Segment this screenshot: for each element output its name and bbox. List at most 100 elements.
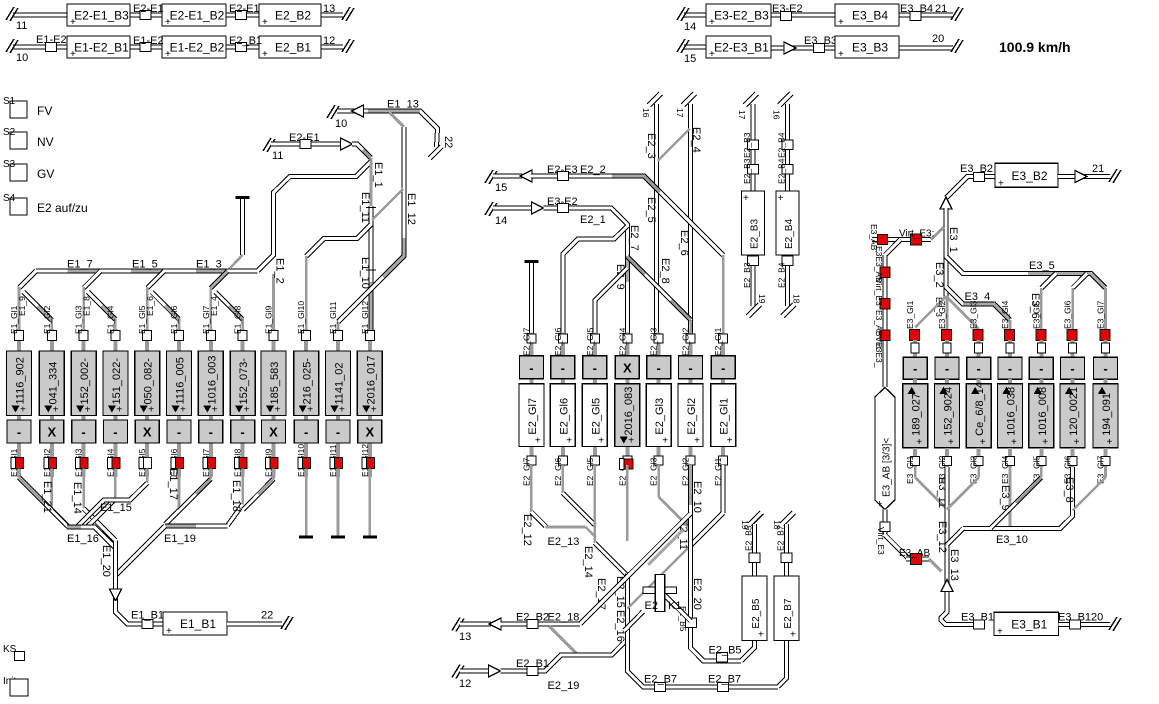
svg-text:E2_2: E2_2: [580, 164, 606, 176]
svg-text:+: +: [877, 499, 883, 510]
svg-text:17: 17: [737, 110, 747, 120]
svg-text:E3_13: E3_13: [948, 549, 960, 581]
svg-text:189_027: 189_027: [911, 393, 923, 436]
svg-text:194_091: 194_091: [1101, 393, 1113, 436]
svg-text:-: -: [1070, 361, 1074, 376]
svg-text:E2_3: E2_3: [645, 133, 657, 159]
svg-text:E1_Gl12: E1_Gl12: [360, 301, 370, 334]
svg-text:1116_902: 1116_902: [15, 357, 27, 404]
svg-text:1016_008: 1016_008: [1037, 387, 1049, 436]
svg-text:10: 10: [335, 118, 347, 130]
svg-text:+: +: [1042, 437, 1048, 448]
svg-text:+: +: [1074, 437, 1080, 448]
svg-text:+: +: [180, 405, 186, 416]
svg-text:20: 20: [1091, 612, 1103, 624]
svg-text:+: +: [998, 178, 1004, 189]
svg-text:+: +: [838, 49, 844, 60]
svg-text:E1_4: E1_4: [209, 296, 219, 316]
svg-text:E1_B1: E1_B1: [180, 617, 216, 631]
svg-text:E2-E1: E2-E1: [133, 3, 164, 15]
svg-text:+: +: [916, 437, 922, 448]
svg-text:E2_Gl6: E2_Gl6: [553, 327, 563, 356]
svg-text:E2_B1: E2_B1: [516, 658, 549, 670]
svg-text:E2_5: E2_5: [645, 197, 657, 223]
svg-text:+: +: [727, 436, 733, 447]
svg-text:E1_Gl11: E1_Gl11: [328, 301, 338, 334]
svg-text:NV: NV: [37, 135, 54, 149]
svg-text:FV: FV: [37, 104, 52, 118]
svg-text:E2_B4: E2_B4: [784, 219, 795, 249]
svg-text:E2-E3: E2-E3: [547, 164, 578, 176]
svg-text:+: +: [244, 405, 250, 416]
svg-text:+: +: [371, 405, 377, 416]
svg-text:1016_038: 1016_038: [1006, 387, 1018, 436]
svg-text:E1_8: E1_8: [82, 296, 92, 316]
svg-text:+: +: [20, 405, 26, 416]
svg-text:-: -: [1039, 361, 1043, 376]
svg-text:E2_1: E2_1: [580, 214, 606, 226]
svg-text:E3_5: E3_5: [1029, 260, 1055, 272]
svg-text:100.9 km/h: 100.9 km/h: [999, 39, 1071, 55]
svg-text:E1_Gl10: E1_Gl10: [296, 301, 306, 334]
svg-text:E2_7: E2_7: [628, 225, 640, 251]
svg-text:E2_B2: E2_B2: [516, 612, 549, 624]
svg-text:-: -: [1008, 361, 1012, 376]
svg-text:E2_16: E2_16: [614, 610, 626, 642]
svg-text:-: -: [17, 425, 21, 440]
svg-text:+: +: [1011, 437, 1017, 448]
svg-text:Virt_E3:: Virt_E3:: [899, 229, 934, 240]
svg-text:E2_Gl2: E2_Gl2: [681, 457, 691, 486]
svg-text:050_082-: 050_082-: [143, 358, 155, 405]
svg-text:E2_B7: E2_B7: [783, 598, 794, 628]
svg-text:E3_B1: E3_B1: [1058, 612, 1091, 624]
svg-text:15: 15: [495, 182, 507, 194]
svg-text:E2_B7: E2_B7: [644, 674, 677, 686]
svg-text:E2-E1_B3: E2-E1_B3: [74, 9, 129, 23]
svg-text:E3_4: E3_4: [965, 291, 991, 303]
svg-text:14: 14: [495, 215, 507, 227]
svg-text:E2_B4: E2_B4: [777, 262, 787, 288]
svg-text:E2-E1: E2-E1: [229, 3, 260, 15]
svg-text:E3_Gl2: E3_Gl2: [937, 455, 947, 484]
svg-text:E3_Gl6: E3_Gl6: [1063, 300, 1073, 329]
svg-text:11: 11: [272, 150, 283, 162]
svg-text:185_583: 185_583: [269, 362, 281, 405]
svg-text:E1_Gl4: E1_Gl4: [105, 305, 115, 334]
svg-text:+: +: [709, 49, 715, 60]
svg-text:1016_003: 1016_003: [206, 356, 218, 405]
svg-text:E3_Gl3: E3_Gl3: [969, 300, 979, 329]
svg-text:E2_Gl6: E2_Gl6: [558, 398, 570, 435]
svg-text:-: -: [945, 361, 949, 376]
svg-text:216_025-: 216_025-: [302, 358, 314, 405]
svg-text:+: +: [165, 49, 171, 60]
svg-text:E1-E2_B1: E1-E2_B1: [74, 41, 129, 55]
svg-text:E3_Gl4: E3_Gl4: [1000, 300, 1010, 329]
svg-text:E1_Gl7: E1_Gl7: [201, 305, 211, 334]
svg-text:E3_B4: E3_B4: [900, 3, 933, 15]
svg-text:12: 12: [323, 35, 335, 47]
svg-text:E1_11: E1_11: [359, 192, 371, 223]
svg-text:E2_Gl4: E2_Gl4: [617, 457, 627, 486]
svg-text:E1_15: E1_15: [100, 502, 132, 514]
svg-text:S4: S4: [3, 193, 16, 204]
svg-text:E2_12: E2_12: [521, 514, 533, 546]
svg-text:+: +: [709, 17, 715, 28]
svg-text:S3: S3: [3, 159, 16, 170]
svg-text:E3_9: E3_9: [999, 485, 1011, 511]
svg-text:E3_Gl7: E3_Gl7: [1096, 300, 1106, 329]
svg-text:22: 22: [261, 610, 273, 622]
svg-text:E3-E2: E3-E2: [547, 196, 578, 208]
svg-text:+: +: [535, 436, 541, 447]
svg-text:E1-E2: E1-E2: [36, 34, 67, 46]
svg-text:S1: S1: [3, 96, 16, 107]
svg-text:15: 15: [684, 53, 696, 65]
svg-text:E3-E2: E3-E2: [772, 3, 803, 15]
svg-text:E3_1: E3_1: [947, 227, 959, 253]
svg-text:E3_Gl5: E3_Gl5: [1031, 300, 1041, 329]
svg-text:19: 19: [740, 520, 750, 530]
svg-text:10: 10: [16, 52, 28, 64]
svg-text:E3_6: E3_6: [1029, 293, 1041, 319]
svg-text:E2_19: E2_19: [548, 680, 580, 692]
svg-text:E2_B3: E2_B3: [742, 132, 752, 158]
svg-text:E2_B5: E2_B5: [744, 525, 754, 551]
